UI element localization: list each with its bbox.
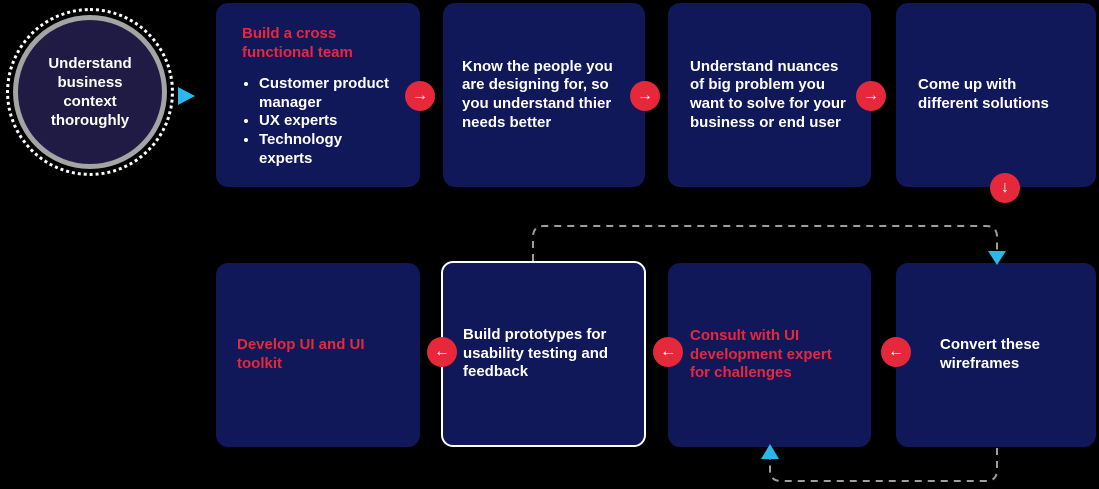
- box-different-solutions: Come up with different solutions: [896, 3, 1096, 187]
- box-understand-nuances: Understand nuances of big problem you wa…: [668, 3, 871, 187]
- box-know-people: Know the people you are designing for, s…: [443, 3, 645, 187]
- box-consult-expert: Consult with UI development expert for c…: [668, 263, 871, 447]
- start-node: Understand business context thoroughly: [6, 8, 174, 176]
- start-node-label: Understand business context thoroughly: [48, 55, 132, 129]
- box-build-prototypes: Build prototypes for usability testing a…: [441, 261, 646, 447]
- left-arrow-icon: ←: [434, 343, 450, 360]
- box-develop-ui-toolkit: Develop UI and UI toolkit: [216, 263, 420, 447]
- box-build-prototypes-text: Build prototypes for usability testing a…: [463, 326, 609, 381]
- feedback-connector-bottom: [769, 448, 998, 482]
- feedback-connector-top: [532, 225, 998, 261]
- box-consult-expert-text: Consult with UI development expert for c…: [690, 327, 832, 382]
- box-convert-wireframes: Convert these wireframes: [896, 263, 1096, 447]
- bullet-item: UX experts: [259, 112, 396, 131]
- left-arrow-icon: ←: [888, 343, 904, 360]
- bullet-item: Customer product manager: [259, 75, 396, 112]
- arrow-chip-4: ←: [881, 337, 911, 367]
- arrow-chip-2: →: [630, 81, 660, 111]
- box-build-team-title: Build a cross functional team: [242, 25, 353, 61]
- bullet-item: Technology experts: [259, 131, 396, 168]
- right-arrow-icon: →: [412, 87, 428, 104]
- arrow-chip-down: ↓: [990, 173, 1020, 203]
- box-understand-nuances-text: Understand nuances of big problem you wa…: [690, 57, 846, 131]
- arrow-chip-1: →: [405, 81, 435, 111]
- box-know-people-text: Know the people you are designing for, s…: [462, 57, 613, 131]
- right-arrow-icon: →: [863, 87, 879, 104]
- box-convert-wireframes-text: Convert these wireframes: [940, 336, 1041, 372]
- arrow-chip-3: →: [856, 81, 886, 111]
- start-node-circle: Understand business context thoroughly: [13, 15, 167, 169]
- start-arrowhead-right-icon: [178, 87, 195, 105]
- box-develop-ui-toolkit-text: Develop UI and UI toolkit: [237, 336, 365, 372]
- arrow-chip-6: ←: [427, 337, 457, 367]
- right-arrow-icon: →: [637, 87, 653, 104]
- box-build-team: Build a cross functional team Customer p…: [216, 3, 420, 187]
- arrow-chip-5: ←: [653, 337, 683, 367]
- box-build-team-bullet-list: Customer product manager UX experts Tech…: [242, 75, 396, 168]
- left-arrow-icon: ←: [660, 343, 676, 360]
- box-different-solutions-text: Come up with different solutions: [918, 76, 1049, 112]
- down-arrow-icon: ↓: [1001, 179, 1009, 196]
